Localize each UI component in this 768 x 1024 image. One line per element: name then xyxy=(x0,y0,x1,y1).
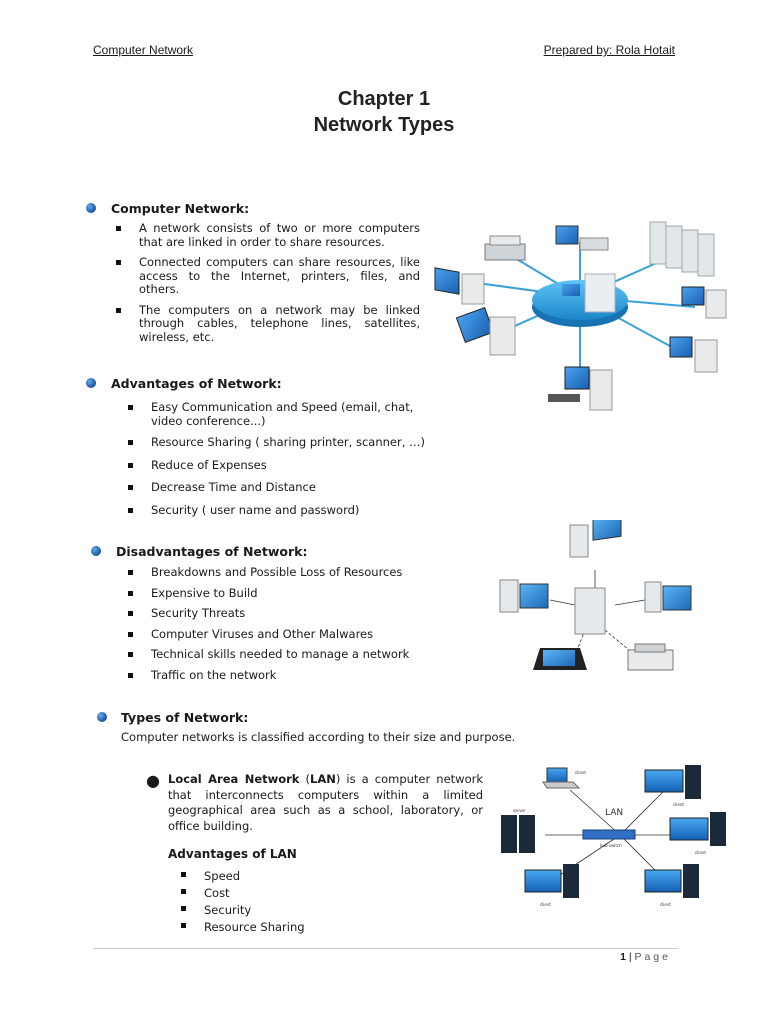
section-bullet-icon xyxy=(86,203,96,213)
lan-term: Local Area Network xyxy=(168,772,300,786)
advantages-list: Easy Communication and Speed (email, cha… xyxy=(126,400,436,518)
network-star-illustration xyxy=(499,520,692,671)
diagram-label: client xyxy=(673,802,684,807)
computer-network-heading: Computer Network: xyxy=(111,201,250,216)
lan-diagram: LAN hub switch client server client clie… xyxy=(501,765,726,907)
list-item: A network consists of two or more comput… xyxy=(114,221,420,249)
disadvantages-heading: Disadvantages of Network: xyxy=(116,544,308,559)
list-item: Connected computers can share resources,… xyxy=(114,255,420,297)
list-item: Computer Viruses and Other Malwares xyxy=(126,627,446,642)
section-bullet-icon xyxy=(91,546,101,556)
header-left: Computer Network xyxy=(93,43,194,57)
list-item: Security xyxy=(179,902,379,919)
list-item: Reduce of Expenses xyxy=(126,458,436,473)
diagram-label: client xyxy=(695,850,706,855)
types-heading: Types of Network: xyxy=(121,710,249,725)
list-item: Resource Sharing xyxy=(179,919,379,936)
advantages-heading: Advantages of Network: xyxy=(111,376,282,391)
list-item: Decrease Time and Distance xyxy=(126,480,436,495)
section-bullet-icon xyxy=(86,378,96,388)
diagram-label: client xyxy=(575,770,586,775)
lan-bullet: ● xyxy=(146,771,160,790)
lan-abbr: LAN xyxy=(310,772,336,786)
list-item: Traffic on the network xyxy=(126,668,446,683)
lan-advantages-list: Speed Cost Security Resource Sharing xyxy=(179,868,379,936)
lan-description: Local Area Network (LAN) is a computer n… xyxy=(168,772,483,834)
list-item: Security ( user name and password) xyxy=(126,503,436,518)
list-item: Technical skills needed to manage a netw… xyxy=(126,647,446,662)
list-item: Expensive to Build xyxy=(126,586,446,601)
lan-paren: ( xyxy=(299,772,311,786)
lan-rest: ) is a computer network that interconnec… xyxy=(168,772,483,833)
diagram-label: server xyxy=(513,808,526,813)
list-item: The computers on a network may be linked… xyxy=(114,303,420,345)
page-word: Page xyxy=(634,951,671,963)
header-right: Prepared by: Rola Hotait xyxy=(543,43,675,57)
computer-network-list: A network consists of two or more comput… xyxy=(114,221,420,345)
list-item: Easy Communication and Speed (email, cha… xyxy=(126,400,436,428)
types-intro: Computer networks is classified accordin… xyxy=(121,730,516,744)
list-item: Breakdowns and Possible Loss of Resource… xyxy=(126,565,446,580)
section-bullet-icon xyxy=(97,712,107,722)
chapter-subtitle: Network Types xyxy=(313,114,455,136)
list-item: Resource Sharing ( sharing printer, scan… xyxy=(126,435,436,450)
chapter-title: Chapter 1 xyxy=(337,88,431,110)
page-number: 1 xyxy=(620,951,626,963)
network-hub-illustration xyxy=(434,221,727,411)
footer-divider xyxy=(93,948,678,949)
footer-separator: | xyxy=(625,951,635,963)
diagram-label: client xyxy=(540,902,551,907)
disadvantages-list: Breakdowns and Possible Loss of Resource… xyxy=(126,565,446,683)
diagram-label: client xyxy=(660,902,671,907)
lan-switch-label: hub switch xyxy=(600,843,622,848)
lan-center-label: LAN xyxy=(605,808,623,818)
list-item: Cost xyxy=(179,885,379,902)
list-item: Security Threats xyxy=(126,606,446,621)
list-item: Speed xyxy=(179,868,379,885)
footer: 1 | Page xyxy=(620,951,671,963)
lan-advantages-heading: Advantages of LAN xyxy=(168,847,297,861)
